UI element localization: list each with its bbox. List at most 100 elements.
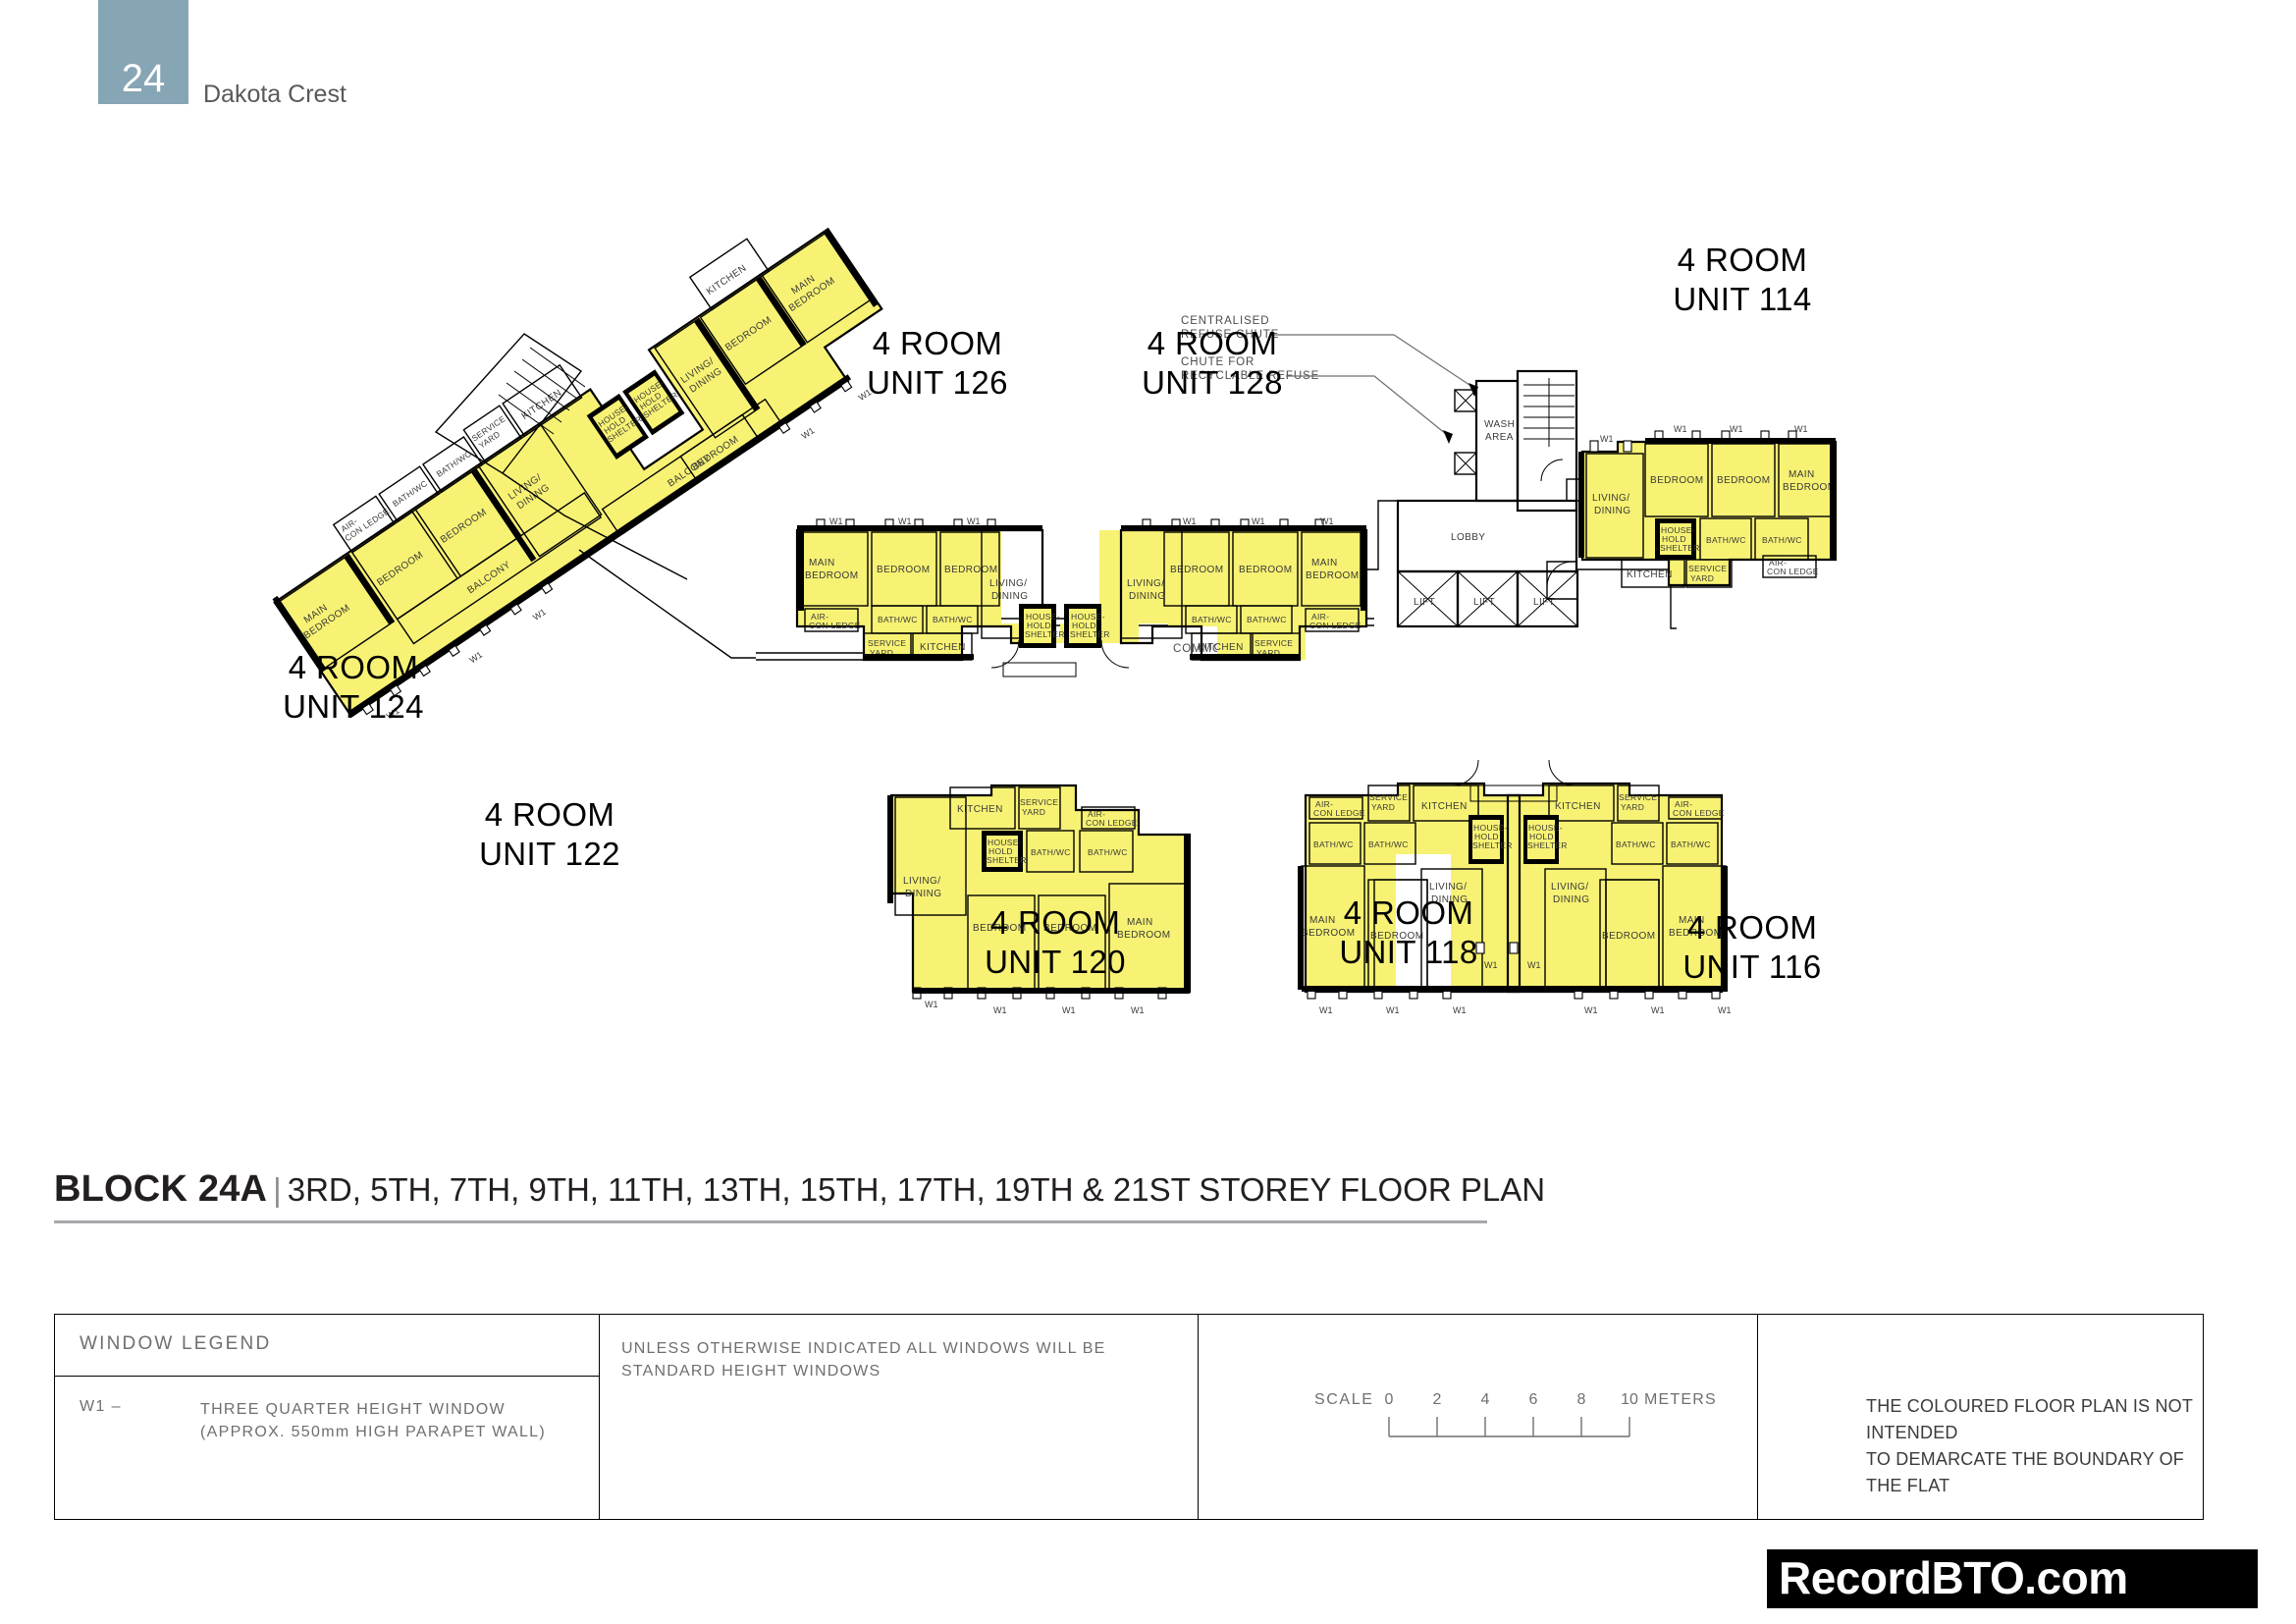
window-legend-body: W1 – THREE QUARTER HEIGHT WINDOW (APPROX… [55,1377,599,1520]
scale-tick-4: 4 [1480,1391,1490,1408]
unit-label-114: 4 ROOM UNIT 114 [1673,242,1812,317]
svg-text:MAIN: MAIN [1309,915,1336,926]
svg-text:BATH/WC: BATH/WC [1247,615,1287,624]
unit-block-120: KITCHEN SERVICE YARD AIR- CON LEDGE HOUS… [887,784,1192,1015]
unit-label-118: 4 ROOM UNIT 118 [1339,894,1478,970]
svg-text:KITCHEN: KITCHEN [1421,801,1468,812]
svg-text:BATH/WC: BATH/WC [1762,535,1802,545]
svg-text:HOLD: HOLD [1474,832,1499,841]
unit-block-114: LIVING/ DINING BEDROOM BEDROOM MAIN BEDR… [1546,424,1838,600]
svg-text:CON LEDGE: CON LEDGE [1086,818,1138,828]
scale-bar-cell: SCALE 0 2 4 6 8 10 METERS [1198,1314,1757,1520]
svg-text:SERVICE: SERVICE [1688,564,1727,573]
svg-text:W1: W1 [1584,1005,1598,1015]
block-title-rule [54,1220,1487,1223]
project-name: Dakota Crest [203,81,347,108]
svg-text:KITCHEN: KITCHEN [1555,801,1601,812]
lobby-label: LOBBY [1451,532,1485,543]
svg-text:SHELTER: SHELTER [1025,629,1065,639]
svg-text:KITCHEN: KITCHEN [1627,569,1673,580]
page-number: 24 [121,57,166,100]
svg-text:W1: W1 [1453,1005,1467,1015]
svg-text:SERVICE: SERVICE [1255,638,1293,648]
svg-text:KITCHEN: KITCHEN [957,804,1003,815]
svg-text:W1: W1 [1131,1005,1145,1015]
svg-text:BEDROOM: BEDROOM [1783,482,1836,493]
svg-text:KITCHEN: KITCHEN [1198,642,1244,653]
svg-text:BATH/WC: BATH/WC [1616,839,1656,849]
scale-tick-8: 8 [1576,1391,1586,1408]
svg-text:YARD: YARD [870,648,893,658]
svg-text:W1: W1 [1527,960,1541,970]
scale-units: METERS [1644,1391,1717,1408]
svg-text:YARD: YARD [1022,807,1045,817]
svg-text:BATH/WC: BATH/WC [1313,839,1354,849]
svg-text:DINING: DINING [1594,506,1630,516]
svg-text:BATH/WC: BATH/WC [1192,615,1232,624]
svg-text:DINING: DINING [1553,894,1589,905]
svg-text:LIVING/: LIVING/ [1551,882,1588,893]
svg-text:BEDROOM: BEDROOM [1717,475,1770,486]
svg-text:YARD: YARD [1371,802,1395,812]
svg-text:HOUSE-: HOUSE- [1026,612,1060,622]
window-note-cell: UNLESS OTHERWISE INDICATED ALL WINDOWS W… [599,1314,1198,1520]
annotation-chute-recyclable-refuse: CHUTE FOR [1181,356,1255,368]
svg-text:SHELTER: SHELTER [1472,840,1513,850]
svg-text:W1: W1 [925,1000,938,1009]
legend-table: WINDOW LEGEND W1 – THREE QUARTER HEIGHT … [54,1314,2204,1520]
svg-text:AIR-: AIR- [1311,612,1329,622]
svg-text:DINING: DINING [991,591,1028,602]
svg-text:BEDROOM: BEDROOM [1669,928,1722,939]
unit-label-128: 4 ROOM UNIT 128 [1142,325,1283,401]
svg-text:MAIN: MAIN [1679,915,1705,926]
svg-text:HOUSE-: HOUSE- [988,838,1022,847]
svg-text:CON LEDGE: CON LEDGE [809,621,861,630]
svg-text:DINING: DINING [1431,894,1468,905]
svg-text:BEDROOM: BEDROOM [1602,931,1655,942]
svg-text:BEDROOM: BEDROOM [877,565,930,575]
scale-tick-6: 6 [1528,1391,1538,1408]
scale-tick-0: 0 [1384,1391,1394,1408]
svg-text:BEDROOM: BEDROOM [1306,570,1359,581]
svg-text:KITCHEN: KITCHEN [920,642,966,653]
unit-label-116: 4 ROOM UNIT 116 [1682,909,1822,985]
svg-text:HOUSE-: HOUSE- [1071,612,1105,622]
window-legend-header: WINDOW LEGEND [55,1315,599,1377]
svg-text:SERVICE: SERVICE [1020,797,1058,807]
svg-text:HOLD: HOLD [988,846,1013,856]
scale-tick-2: 2 [1432,1391,1442,1408]
svg-text:W1: W1 [1386,1005,1400,1015]
svg-text:W1: W1 [967,516,981,526]
unit-label-126: 4 ROOM UNIT 126 [867,325,1008,401]
svg-text:LIVING/: LIVING/ [1127,578,1164,589]
svg-text:SHELTER: SHELTER [987,855,1027,865]
svg-text:WASH: WASH [1484,419,1515,430]
svg-text:W1: W1 [1319,1005,1333,1015]
svg-text:BATH/WC: BATH/WC [1368,839,1409,849]
svg-text:W1: W1 [1484,960,1498,970]
svg-text:W1: W1 [531,607,548,623]
svg-text:SHELTER: SHELTER [1660,543,1700,553]
svg-text:AIR-: AIR- [1675,799,1692,809]
floor-plan-drawing: .fill{fill:#f7f274;} .wall{fill:#000;} .… [0,108,2296,1090]
unit-label-120: 4 ROOM UNIT 120 [985,904,1126,980]
svg-text:HOUSE-: HOUSE- [1661,525,1695,535]
svg-text:W1: W1 [800,425,817,441]
svg-text:W1: W1 [1794,424,1808,434]
svg-text:HOLD: HOLD [1027,621,1051,630]
svg-text:BATH/WC: BATH/WC [1671,839,1711,849]
svg-text:CON LEDGE: CON LEDGE [1673,808,1725,818]
stair-core-left [434,333,756,659]
svg-text:W1: W1 [1674,424,1687,434]
svg-text:SHELTER: SHELTER [1527,840,1568,850]
svg-text:HOUSE-: HOUSE- [1473,823,1508,833]
svg-text:BEDROOM: BEDROOM [1117,930,1170,941]
svg-text:CON LEDGE: CON LEDGE [1767,567,1819,576]
w1-description: THREE QUARTER HEIGHT WINDOW (APPROX. 550… [200,1401,547,1441]
scale-tick-10: 10 [1621,1391,1638,1408]
svg-text:LIVING/: LIVING/ [1592,493,1629,504]
svg-text:W1: W1 [1183,516,1197,526]
svg-text:W1: W1 [829,516,843,526]
svg-text:AIR-: AIR- [1315,799,1333,809]
watermark-text: RecordBTO.com [1779,1552,2128,1603]
